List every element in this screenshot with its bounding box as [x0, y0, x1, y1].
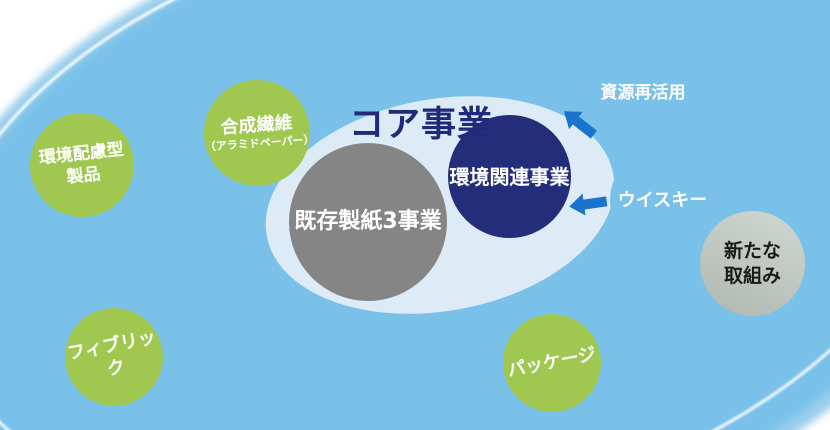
circle-synthetic-fiber: 合成繊維 （アラミドペーパー）	[204, 80, 315, 186]
circle-new-initiatives: 新たな 取組み	[700, 211, 805, 316]
circle-package: パッケージ	[503, 314, 601, 412]
circle-label: 新たな 取組み	[723, 239, 781, 287]
circle-eco-conscious-products: 環境配慮型 製品	[30, 113, 134, 217]
circle-label: ウイスキー	[617, 189, 708, 211]
circle-resource-reuse: 資源再活用	[591, 41, 695, 145]
circle-fabric: フィブリック	[65, 308, 163, 406]
circle-label: 環境配慮型 製品	[37, 139, 125, 188]
circle-existing-paper-businesses: 既存製紙3事業	[289, 143, 447, 301]
circle-label: パッケージ	[505, 343, 598, 382]
circle-label: フィブリック	[65, 326, 158, 381]
diagram-title: コア事業	[349, 105, 494, 145]
circle-whisky: ウイスキー	[610, 148, 715, 253]
circle-label: 合成繊維 （アラミドペーパー）	[204, 112, 315, 155]
circle-label: 資源再活用	[600, 82, 686, 103]
circle-label: 既存製紙3事業	[294, 208, 442, 234]
circle-label: 環境関連事業	[449, 164, 570, 189]
